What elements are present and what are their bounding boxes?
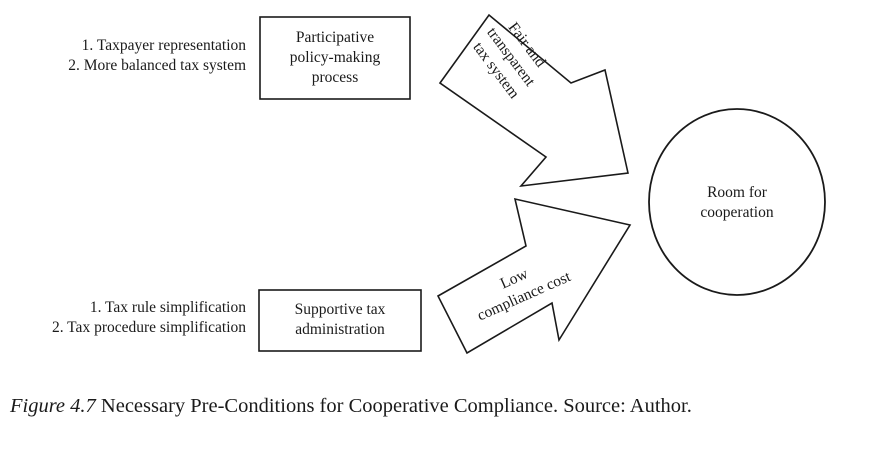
diagram-canvas: Fair and transparent tax system Low comp… [258,13,826,355]
participative-process-box [259,16,411,100]
outcome-line: cooperation [700,204,774,221]
supportive-administration-label: Supportive tax administration [259,300,421,340]
bottom-precondition-item: 1. Tax rule simplification [89,299,246,316]
outcome-line: Room for [707,184,767,201]
bottom-precondition-item: 2. Tax procedure simplification [51,319,246,336]
bottom-precondition-list: 1. Tax rule simplification 2. Tax proced… [52,298,246,338]
top-precondition-list: 1. Taxpayer representation 2. More balan… [68,36,246,76]
fair-transparent-arrow [438,13,629,188]
top-precondition-item: 2. More balanced tax system [68,57,246,74]
figure-caption: Figure 4.7 Necessary Pre-Conditions for … [10,395,692,418]
supportive-administration-box [258,289,422,352]
box-line: policy-making [289,49,381,66]
box-line: administration [295,321,385,338]
low-compliance-cost-arrow [436,197,632,355]
top-precondition-item: 1. Taxpayer representation [81,37,246,54]
figure-reference: Figure 4.7 [10,395,96,417]
participative-process-label: Participative policy-making process [260,28,410,88]
room-for-cooperation-circle [648,108,826,296]
box-line: process [311,69,359,86]
box-line: Participative [295,29,375,46]
room-for-cooperation-label: Room for cooperation [649,183,825,223]
box-line: Supportive tax [294,301,386,318]
caption-text: Necessary Pre-Conditions for Cooperative… [100,395,692,417]
